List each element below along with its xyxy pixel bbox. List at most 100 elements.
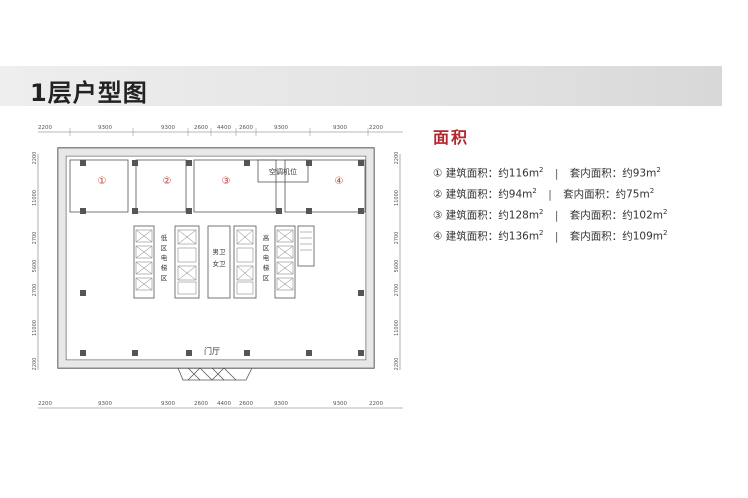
inner-area-label: 套内面积：约 bbox=[563, 188, 627, 201]
area-panel: 面积 ① 建筑面积：约116m2 | 套内面积：约93m2 ② 建筑面积：约94… bbox=[433, 124, 733, 244]
area-row: ① 建筑面积：约116m2 | 套内面积：约93m2 bbox=[433, 160, 733, 181]
row-index: ② bbox=[433, 188, 443, 201]
inner-area-label: 套内面积：约 bbox=[569, 230, 633, 243]
unit-sup: 2 bbox=[532, 187, 537, 195]
separator: | bbox=[554, 209, 559, 222]
building-area-label: 建筑面积：约 bbox=[445, 209, 509, 222]
high-zone-label: 高区电梯区 bbox=[263, 233, 270, 282]
row-index: ③ bbox=[433, 209, 443, 222]
inner-area-label: 套内面积：约 bbox=[569, 167, 633, 180]
left-dim: 2200 bbox=[32, 358, 38, 371]
top-dim: 9300 bbox=[161, 125, 175, 131]
columns bbox=[80, 160, 364, 356]
bottom-dim: 9300 bbox=[161, 401, 175, 407]
unit-sup: 2 bbox=[649, 187, 655, 195]
area-row: ② 建筑面积：约94m2 | 套内面积：约75m2 bbox=[433, 181, 733, 202]
separator: | bbox=[554, 167, 559, 180]
top-dim: 2200 bbox=[38, 125, 52, 131]
unit-label: ③ bbox=[222, 176, 231, 187]
top-dim: 4400 bbox=[217, 125, 231, 131]
building-area-value: 116 bbox=[508, 167, 529, 180]
bottom-dim: 2600 bbox=[194, 401, 208, 407]
row-index: ① bbox=[433, 167, 443, 180]
right-dim: 2200 bbox=[394, 358, 400, 371]
unit: m bbox=[652, 209, 664, 222]
area-title: 面积 bbox=[433, 128, 470, 147]
unit-sup: 2 bbox=[663, 229, 668, 237]
right-dim: 5600 bbox=[394, 260, 400, 273]
bottom-dim: 2200 bbox=[369, 401, 383, 407]
unit-sup: 2 bbox=[539, 208, 544, 216]
ac-label: 空调机位 bbox=[269, 167, 297, 176]
floor-plan: 2200 9300 9300 2600 4400 2600 9300 9300 … bbox=[32, 125, 403, 409]
left-dim: 2700 bbox=[32, 284, 38, 297]
bottom-dim: 2200 bbox=[38, 401, 52, 407]
unit: m bbox=[528, 230, 540, 243]
top-dim: 2600 bbox=[239, 125, 253, 131]
unit-sup: 2 bbox=[663, 208, 668, 216]
row-index: ④ bbox=[433, 230, 443, 243]
unit: m bbox=[528, 209, 540, 222]
inner-area-value: 75 bbox=[626, 188, 640, 201]
stair-core-left bbox=[174, 225, 200, 299]
service-room bbox=[297, 225, 315, 267]
right-dim: 11000 bbox=[394, 320, 400, 336]
unit-sup: 2 bbox=[656, 166, 661, 174]
left-dim: 5600 bbox=[32, 260, 38, 273]
building-area-value: 94 bbox=[508, 188, 523, 201]
stair-core-right bbox=[233, 225, 257, 299]
area-row: ④ 建筑面积：约136m2 | 套内面积：约109m2 bbox=[433, 223, 733, 244]
unit-sup: 2 bbox=[539, 229, 544, 237]
top-dim: 9300 bbox=[333, 125, 347, 131]
title-band bbox=[0, 66, 722, 106]
unit-sup: 2 bbox=[539, 166, 544, 174]
unit-room-3 bbox=[193, 159, 277, 213]
inner-area-value: 102 bbox=[632, 209, 653, 222]
female-wc-label: 女卫 bbox=[213, 259, 227, 268]
unit: m bbox=[522, 188, 533, 201]
low-zone-elevators bbox=[133, 225, 155, 299]
unit: m bbox=[528, 167, 540, 180]
bottom-dim: 9300 bbox=[274, 401, 288, 407]
entrance-canopy bbox=[177, 367, 253, 381]
ac-unit-space bbox=[257, 159, 309, 183]
unit-label: ② bbox=[163, 176, 172, 187]
right-dim: 2700 bbox=[394, 284, 400, 297]
left-dim: 2200 bbox=[32, 152, 38, 165]
separator: | bbox=[548, 188, 552, 201]
bottom-dim: 4400 bbox=[217, 401, 231, 407]
bottom-dim: 9300 bbox=[333, 401, 347, 407]
top-dim: 2600 bbox=[194, 125, 208, 131]
bottom-dim: 9300 bbox=[98, 401, 112, 407]
building-area-label: 建筑面积：约 bbox=[445, 230, 509, 243]
right-dim: 11000 bbox=[394, 190, 400, 206]
left-dim: 2700 bbox=[32, 232, 38, 245]
high-zone-elevators bbox=[274, 225, 296, 299]
top-dim: 9300 bbox=[98, 125, 112, 131]
inner-area-value: 109 bbox=[632, 230, 653, 243]
unit-label: ④ bbox=[335, 176, 344, 187]
right-dim: 2700 bbox=[394, 232, 400, 245]
male-wc-label: 男卫 bbox=[213, 248, 227, 256]
unit-room-1 bbox=[69, 159, 129, 213]
left-dim: 11000 bbox=[32, 320, 38, 336]
unit-room-4 bbox=[284, 159, 366, 213]
building-area-value: 128 bbox=[508, 209, 529, 222]
inner-area-value: 93 bbox=[632, 167, 647, 180]
bottom-dim: 2600 bbox=[239, 401, 253, 407]
inner-area-label: 套内面积：约 bbox=[569, 209, 633, 222]
low-zone-label: 低区电梯区 bbox=[161, 233, 168, 282]
top-dim: 2200 bbox=[369, 125, 383, 131]
unit-label: ① bbox=[98, 176, 107, 187]
building-area-label: 建筑面积：约 bbox=[445, 167, 509, 180]
building-area-label: 建筑面积：约 bbox=[445, 188, 509, 201]
top-dim: 9300 bbox=[274, 125, 288, 131]
right-dim: 2200 bbox=[394, 152, 400, 165]
left-dim: 11000 bbox=[32, 190, 38, 206]
page-title: 1层户型图 bbox=[30, 79, 148, 107]
separator: | bbox=[554, 230, 559, 243]
restroom-block bbox=[207, 225, 231, 299]
unit: m bbox=[646, 167, 657, 180]
unit: m bbox=[652, 230, 664, 243]
lobby-label: 门厅 bbox=[204, 346, 220, 356]
